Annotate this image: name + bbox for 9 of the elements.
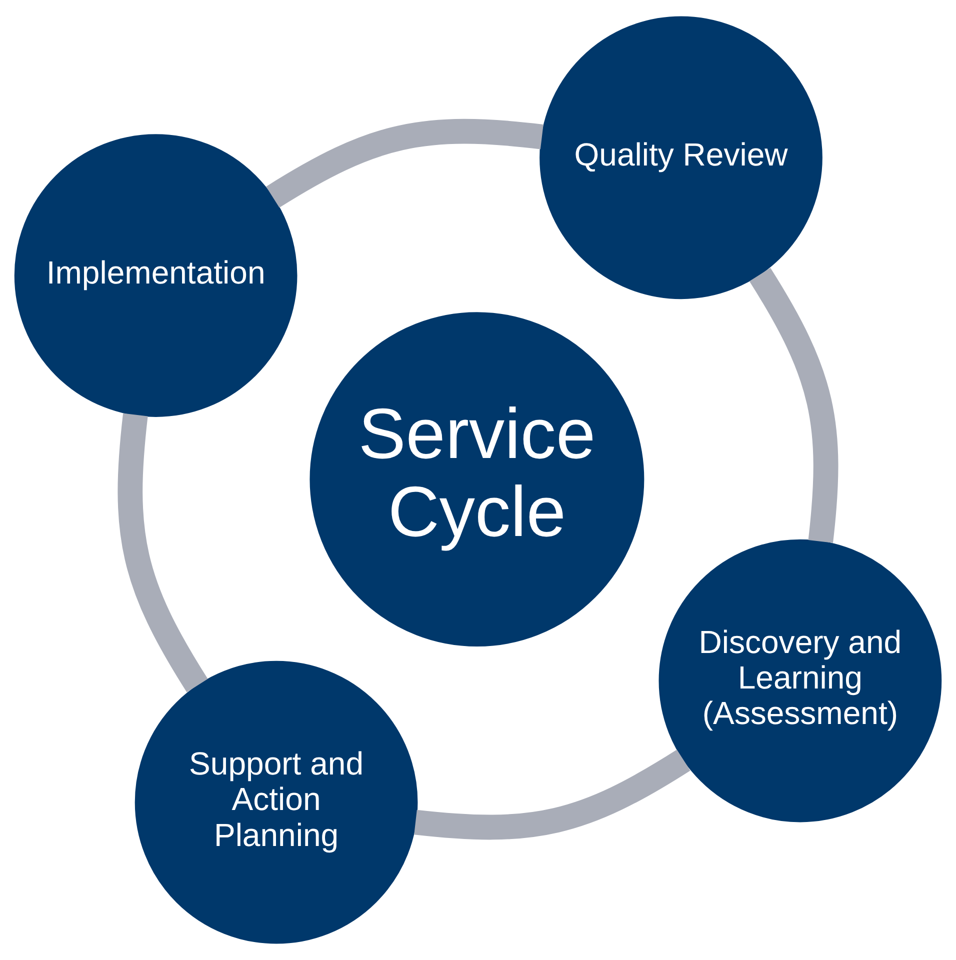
connector: [266, 118, 544, 208]
connector: [414, 749, 690, 840]
connector: [749, 268, 838, 543]
node-circle: Quality Review: [540, 16, 822, 300]
node-circle: Discovery and Learning (Assessment): [658, 539, 942, 822]
connector: [118, 413, 208, 692]
node-circle: Support and Action Planning: [134, 660, 418, 944]
node-circle: Service Cycle: [310, 312, 644, 647]
node-circle: Implementation: [14, 134, 298, 417]
